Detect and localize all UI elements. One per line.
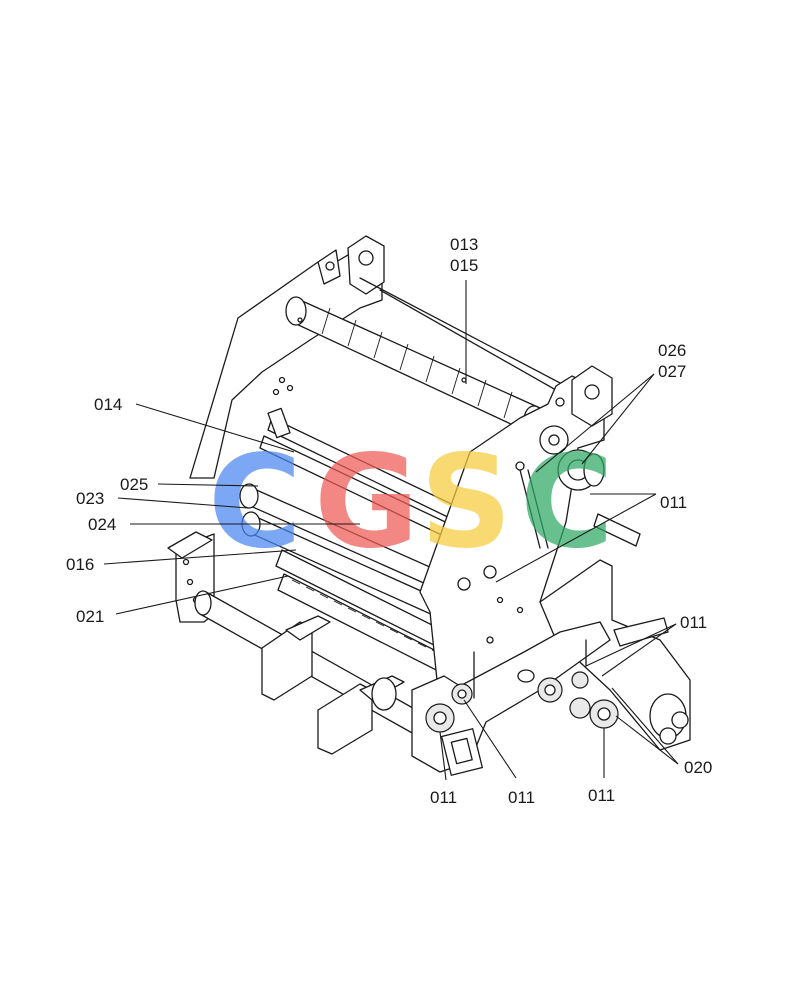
callout-021: 021	[76, 607, 104, 626]
roller-023-024	[239, 483, 451, 621]
watermark: C G S C	[208, 428, 614, 577]
watermark-letter-g: G	[314, 428, 419, 577]
machine-drawing	[167, 235, 691, 776]
watermark-letter-c2: C	[520, 428, 614, 577]
callout-024: 024	[88, 515, 116, 534]
callout-011-right-upper: 011	[660, 493, 687, 512]
callout-015: 015	[450, 256, 478, 275]
callout-011-bottom-mid: 011	[508, 788, 535, 807]
watermark-letter-s: S	[420, 428, 512, 577]
left-top-block	[317, 249, 341, 285]
callout-027: 027	[658, 362, 686, 381]
callout-labels: 013 015 026 027 014 025 023 024 016 021 …	[66, 235, 712, 807]
sprockets	[425, 639, 619, 733]
lower-shaft	[194, 590, 421, 755]
top-roller	[285, 296, 545, 435]
leader-lines	[103, 280, 679, 781]
callout-025: 025	[120, 475, 148, 494]
right-gears	[457, 425, 605, 591]
watermark-letter-c1: C	[208, 428, 302, 577]
callout-014: 014	[94, 395, 122, 414]
callout-013: 013	[450, 235, 478, 254]
callout-023: 023	[76, 489, 104, 508]
callout-016: 016	[66, 555, 94, 574]
callout-026: 026	[658, 341, 686, 360]
callout-011-bottom-left: 011	[430, 788, 457, 807]
callout-011-bottom-right: 011	[588, 786, 615, 805]
rear-right-frame	[539, 559, 691, 751]
callout-011-right-mid: 011	[680, 613, 707, 632]
callout-020: 020	[684, 758, 712, 777]
